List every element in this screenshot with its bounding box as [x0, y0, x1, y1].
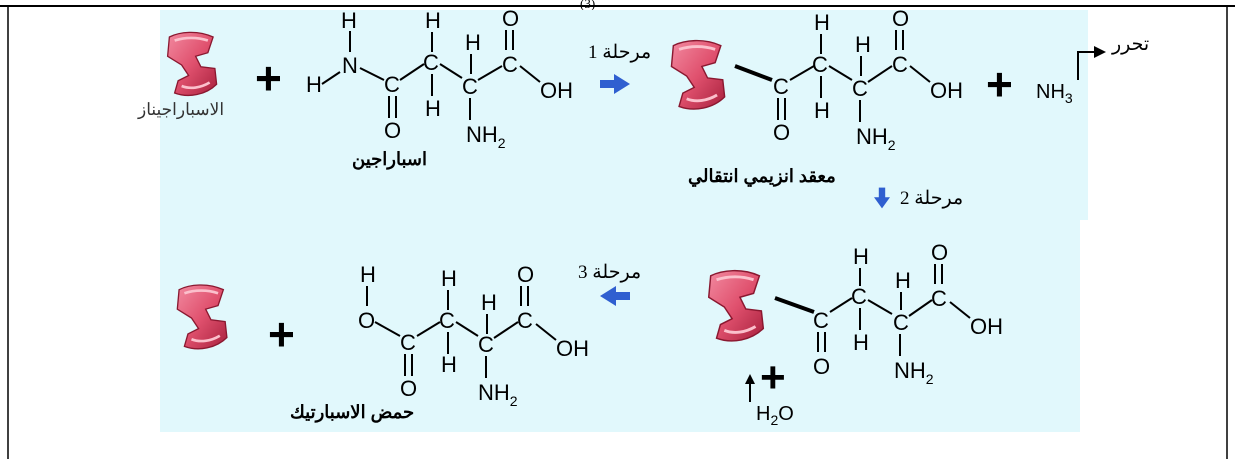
- complex-name-label: معقد انزيمي انتقالي: [688, 166, 836, 187]
- svg-text:OH: OH: [540, 78, 573, 103]
- step-2-label: مرحلة 2: [900, 188, 963, 209]
- svg-text:C: C: [893, 310, 909, 335]
- svg-text:C: C: [517, 308, 533, 333]
- svg-text:C: C: [931, 286, 947, 311]
- svg-text:O: O: [384, 118, 401, 143]
- release-label: تحرر: [1111, 34, 1149, 55]
- svg-text:C: C: [478, 332, 494, 357]
- svg-text:OH: OH: [930, 78, 963, 103]
- svg-text:H: H: [853, 330, 869, 355]
- svg-text:C: C: [851, 284, 867, 309]
- ammonia-formula: NH3: [1036, 81, 1073, 106]
- svg-text:O: O: [358, 308, 375, 333]
- plus-sign-1: +: [255, 52, 282, 104]
- svg-text:C: C: [384, 72, 400, 97]
- svg-text:NH2: NH2: [466, 122, 506, 151]
- svg-text:O: O: [517, 262, 534, 287]
- svg-text:O: O: [892, 6, 909, 31]
- svg-text:H: H: [895, 268, 911, 293]
- plus-sign-4: +: [268, 308, 295, 360]
- svg-text:H: H: [853, 244, 869, 269]
- svg-text:C: C: [773, 74, 789, 99]
- svg-text:H: H: [425, 96, 441, 121]
- aspartic-acid-structure: H O C O C H H C H NH2 C O OH: [358, 262, 589, 409]
- product-name-label: حمض الاسبارتيك: [290, 402, 414, 423]
- svg-text:O: O: [400, 376, 417, 401]
- svg-text:C: C: [813, 308, 829, 333]
- svg-text:H: H: [306, 72, 322, 97]
- svg-text:H: H: [855, 32, 871, 57]
- water-formula: H2O: [756, 403, 794, 428]
- svg-text:C: C: [423, 50, 439, 75]
- enzyme-complex-2-structure: C O C H H C H NH2 C O OH: [774, 240, 1003, 387]
- svg-text:O: O: [931, 240, 948, 265]
- plus-sign-3: +: [760, 353, 786, 402]
- svg-text:NH2: NH2: [894, 358, 934, 387]
- substrate-name-label: اسباراجين: [352, 149, 427, 170]
- svg-text:C: C: [400, 330, 416, 355]
- svg-text:O: O: [813, 354, 830, 379]
- svg-text:H: H: [441, 266, 457, 291]
- svg-text:NH2: NH2: [856, 124, 896, 153]
- svg-text:C: C: [892, 52, 908, 77]
- svg-text:O: O: [773, 120, 790, 145]
- svg-text:O: O: [502, 6, 519, 31]
- svg-text:NH2: NH2: [478, 380, 518, 409]
- release-arrow: [1077, 46, 1106, 80]
- step-1-arrow: [600, 74, 630, 94]
- svg-text:H: H: [425, 8, 441, 33]
- svg-text:H: H: [341, 8, 357, 33]
- water-entry-arrow: [745, 374, 755, 402]
- svg-text:C: C: [439, 308, 455, 333]
- svg-text:H: H: [360, 262, 376, 287]
- svg-text:H: H: [441, 352, 457, 377]
- svg-text:H: H: [481, 290, 497, 315]
- svg-text:OH: OH: [556, 336, 589, 361]
- step-3-label: مرحلة 3: [578, 262, 641, 283]
- svg-text:C: C: [462, 74, 478, 99]
- svg-text:C: C: [812, 52, 828, 77]
- svg-text:H: H: [814, 10, 830, 35]
- step-1-label: مرحلة 1: [588, 42, 651, 63]
- svg-text:N: N: [342, 53, 358, 78]
- asparagine-structure: H N H C O C H H C H NH2 C O OH: [306, 6, 573, 151]
- svg-text:C: C: [852, 76, 868, 101]
- enzyme-name-label: الاسباراجيناز: [137, 100, 224, 120]
- enzyme-complex-structure: C O C H H C H NH2 C O OH: [734, 6, 963, 153]
- reaction-panel-upper-ext: [648, 10, 1088, 220]
- svg-text:H: H: [465, 30, 481, 55]
- top-fragment-text: (3): [580, 0, 595, 11]
- svg-text:C: C: [502, 52, 518, 77]
- svg-text:OH: OH: [970, 314, 1003, 339]
- step-3-arrow: [600, 286, 630, 306]
- plus-sign-2: +: [986, 58, 1013, 110]
- svg-text:H: H: [814, 98, 830, 123]
